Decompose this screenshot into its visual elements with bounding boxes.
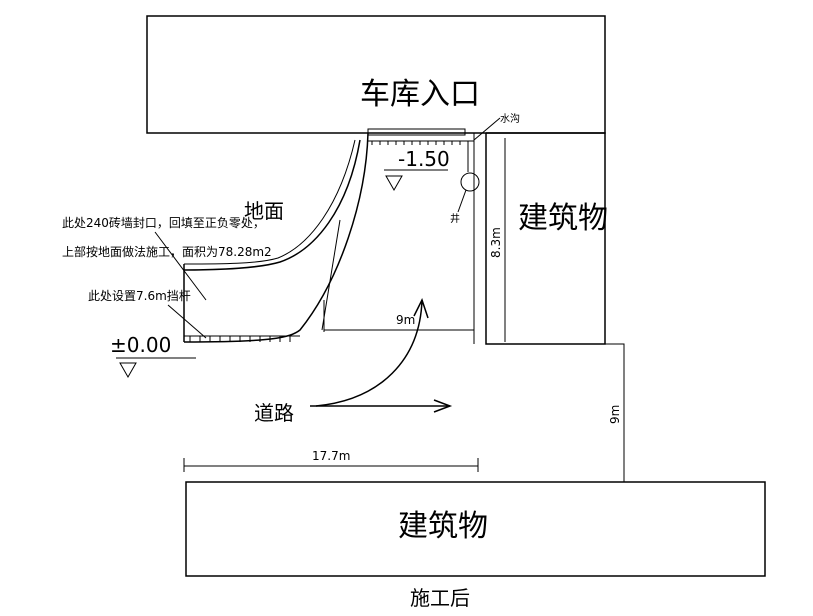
ramp-hatch-ticks xyxy=(371,141,461,145)
water-channel-label: 水沟 xyxy=(500,112,520,125)
turn-arrow-head xyxy=(413,298,429,319)
note-leader-2 xyxy=(167,304,207,339)
channel-leader xyxy=(473,117,501,141)
note-line-3: 此处设置7.6m挡杆 xyxy=(88,289,191,303)
bottom-building-label: 建筑物 xyxy=(398,509,488,544)
well-circle xyxy=(460,172,480,192)
bottom-building xyxy=(185,481,766,577)
note-line-2: 上部按地面做法施工，面积为78.28m2 xyxy=(62,244,272,259)
elevation-zero-marker xyxy=(119,362,137,379)
dim-8-3-label: 8.3m xyxy=(489,227,503,258)
dim-9m-right-line xyxy=(605,343,625,482)
dim-17-7-label: 17.7m xyxy=(312,449,350,463)
ramp-curve-inner xyxy=(183,139,361,271)
well-label: 井 xyxy=(450,212,460,225)
elevation-zero-label: ±0.00 xyxy=(110,333,171,357)
dim-9m-upper-label: 9m xyxy=(396,313,415,327)
garage-entrance-label: 车库入口 xyxy=(360,77,480,112)
note-leader-1 xyxy=(154,231,207,301)
road-arrow-head xyxy=(433,399,453,413)
turn-arrow-path xyxy=(315,299,423,407)
elevation-low-label: -1.50 xyxy=(398,147,450,171)
ramp-curve-outer xyxy=(183,132,369,343)
well-leader xyxy=(457,189,467,213)
note-line-1: 此处240砖墙封口，回填至正负零处， xyxy=(62,215,265,230)
right-building-outline xyxy=(485,132,606,345)
ramp-bottom-hatch xyxy=(189,336,291,342)
ramp-diagonal-line xyxy=(321,219,341,331)
ramp-curve-inner2 xyxy=(183,139,356,265)
right-building-label: 建筑物 xyxy=(518,201,608,236)
ground-label: 地面 xyxy=(244,199,284,223)
road-label: 道路 xyxy=(254,401,294,425)
garage-block xyxy=(146,15,606,134)
ramp-top-edge xyxy=(367,128,466,136)
dim-9m-right-label: 9m xyxy=(608,405,622,424)
after-construction-caption: 施工后 xyxy=(410,586,470,610)
elevation-low-marker xyxy=(385,175,403,192)
